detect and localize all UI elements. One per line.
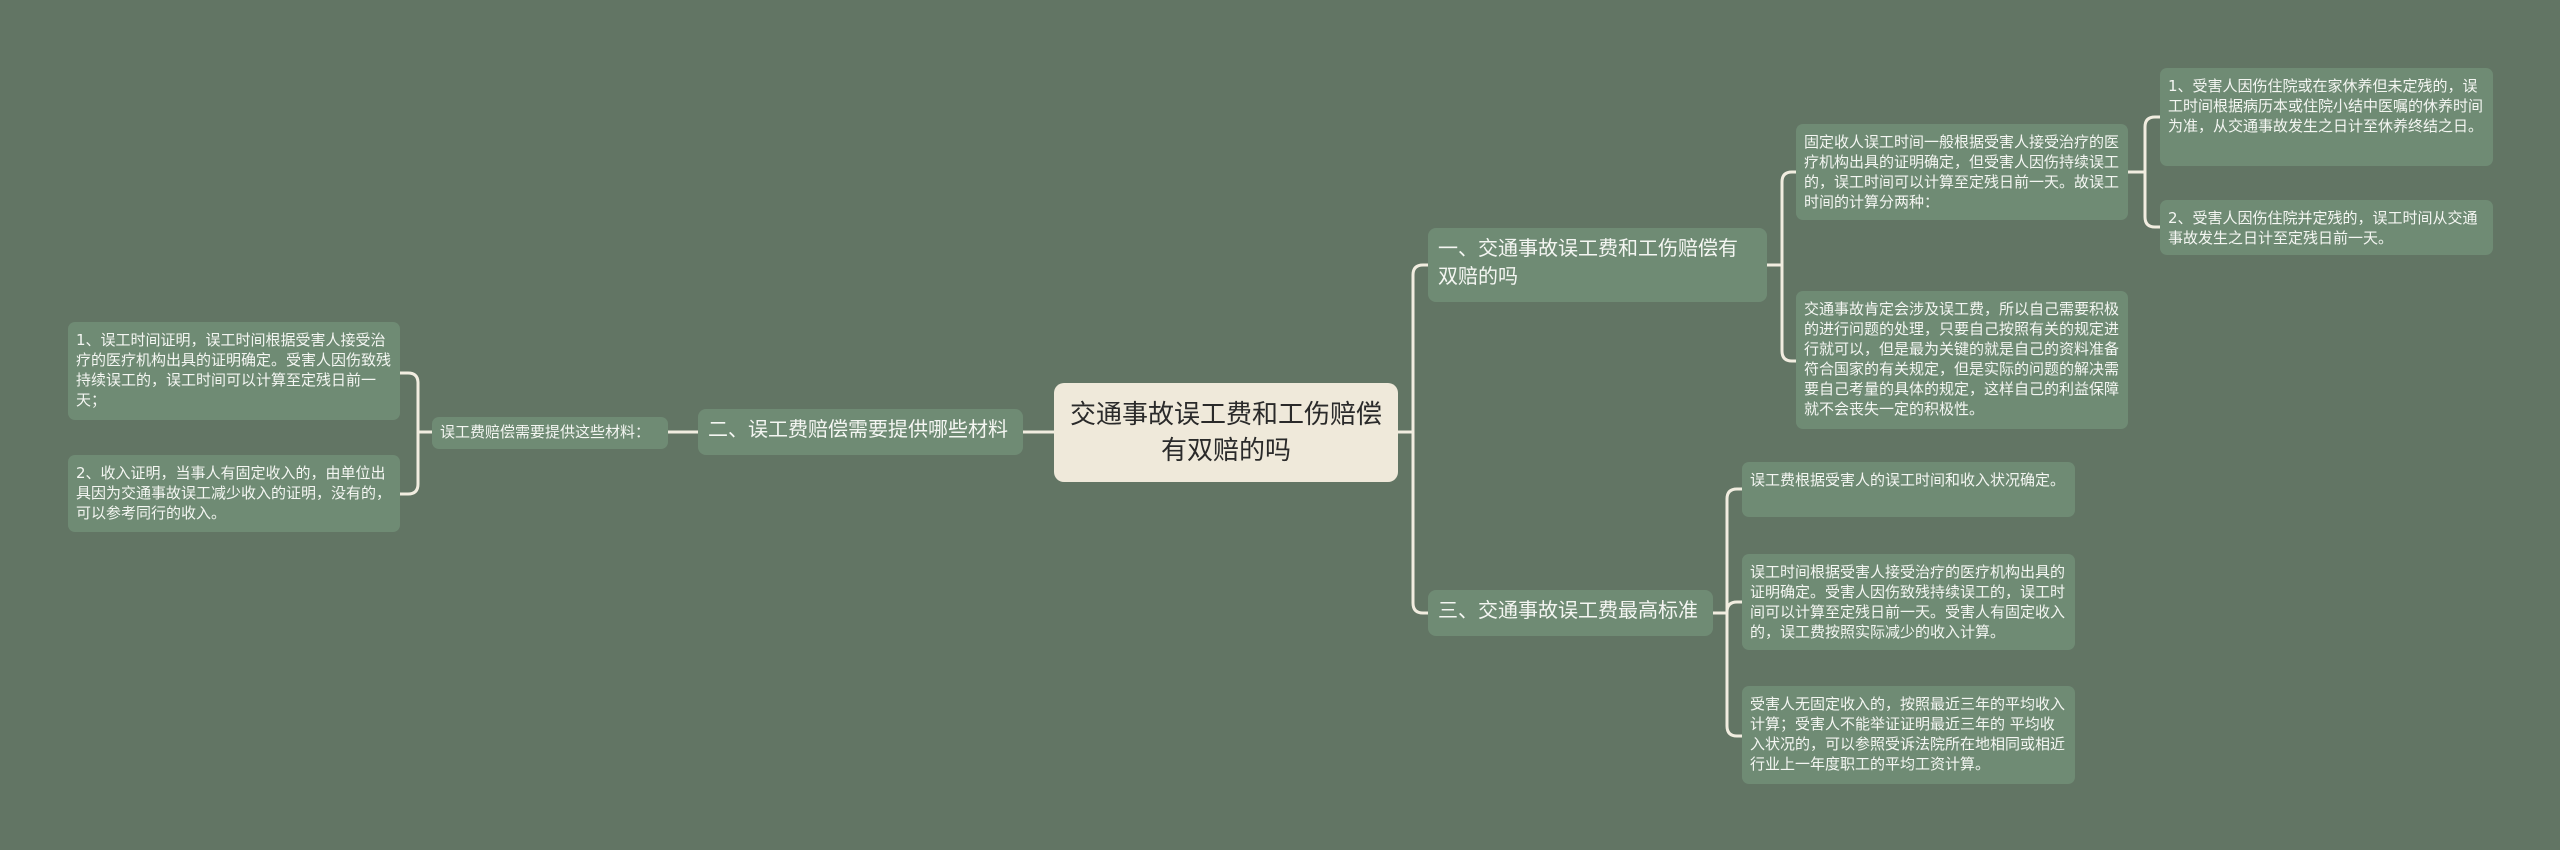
branch-2-child-1-label: 误工费赔偿需要提供这些材料： [440,423,651,441]
branch-2-child-1-leaf-2[interactable]: 2、收入证明，当事人有固定收入的，由单位出具因为交通事故误工减少收入的证明，没有… [68,455,400,532]
connector-b1-c1 [1780,170,1796,265]
branch-1-child-2-label: 交通事故肯定会涉及误工费，所以自己需要积极的进行问题的处理，只要自己按照有关的规… [1804,300,2120,418]
connector-b1-c2 [1780,265,1796,363]
connector-b2c1-d2 [400,432,420,496]
branch-1-label: 一、交通事故误工费和工伤赔偿有双赔的吗 [1438,236,1738,288]
branch-1-child-1-leaf-2-label: 2、受害人因伤住院并定残的，误工时间从交通事故发生之日计至定残日前一天。 [2168,209,2478,247]
connector-b3-c3 [1725,613,1742,738]
branch-3-child-3[interactable]: 受害人无固定收入的，按照最近三年的平均收入计算；受害人不能举证证明最近三年的 平… [1742,686,2075,784]
connector-root-b1 [1411,263,1428,432]
branch-3-child-2[interactable]: 误工时间根据受害人接受治疗的医疗机构出具的证明确定。受害人因伤致残持续误工的，误… [1742,554,2075,650]
branch-2-child-1-leaf-2-label: 2、收入证明，当事人有固定收入的，由单位出具因为交通事故误工减少收入的证明，没有… [76,464,392,522]
branch-3-child-2-label: 误工时间根据受害人接受治疗的医疗机构出具的证明确定。受害人因伤致残持续误工的，误… [1750,563,2066,641]
branch-1-child-2[interactable]: 交通事故肯定会涉及误工费，所以自己需要积极的进行问题的处理，只要自己按照有关的规… [1796,291,2128,429]
branch-2-child-1-leaf-1[interactable]: 1、误工时间证明，误工时间根据受害人接受治疗的医疗机构出具的证明确定。受害人因伤… [68,322,400,420]
connector-c1-d2 [2143,172,2160,229]
branch-2-child-1[interactable]: 误工费赔偿需要提供这些材料： [432,417,668,449]
branch-2-label: 二、误工费赔偿需要提供哪些材料 [708,417,1008,441]
branch-node-2[interactable]: 二、误工费赔偿需要提供哪些材料 [698,409,1023,455]
branch-3-label: 三、交通事故误工费最高标准 [1438,598,1698,622]
branch-3-child-1-label: 误工费根据受害人的误工时间和收入状况确定。 [1750,471,2066,489]
root-node[interactable]: 交通事故误工费和工伤赔偿有双赔的吗 [1054,383,1398,482]
connector-b2c1-d1 [400,371,420,432]
branch-1-child-1-leaf-1-label: 1、受害人因伤住院或在家休养但未定残的，误工时间根据病历本或住院小结中医嘱的休养… [2168,77,2484,135]
branch-node-3[interactable]: 三、交通事故误工费最高标准 [1428,590,1713,636]
branch-1-child-1-leaf-2[interactable]: 2、受害人因伤住院并定残的，误工时间从交通事故发生之日计至定残日前一天。 [2160,200,2493,255]
branch-node-1[interactable]: 一、交通事故误工费和工伤赔偿有双赔的吗 [1428,228,1767,302]
branch-3-child-3-label: 受害人无固定收入的，按照最近三年的平均收入计算；受害人不能举证证明最近三年的 平… [1750,695,2066,773]
connector-b3-c2 [1725,600,1742,613]
connector-c1-d1 [2143,115,2160,172]
branch-1-child-1[interactable]: 固定收人误工时间一般根据受害人接受治疗的医疗机构出具的证明确定，但受害人因伤持续… [1796,124,2128,220]
branch-1-child-1-label: 固定收人误工时间一般根据受害人接受治疗的医疗机构出具的证明确定，但受害人因伤持续… [1804,133,2120,211]
root-label: 交通事故误工费和工伤赔偿有双赔的吗 [1070,399,1383,466]
branch-2-child-1-leaf-1-label: 1、误工时间证明，误工时间根据受害人接受治疗的医疗机构出具的证明确定。受害人因伤… [76,331,392,409]
branch-1-child-1-leaf-1[interactable]: 1、受害人因伤住院或在家休养但未定残的，误工时间根据病历本或住院小结中医嘱的休养… [2160,68,2493,166]
connector-root-b3 [1411,432,1428,615]
branch-3-child-1[interactable]: 误工费根据受害人的误工时间和收入状况确定。 [1742,462,2075,517]
connector-b3-c1 [1725,487,1742,613]
